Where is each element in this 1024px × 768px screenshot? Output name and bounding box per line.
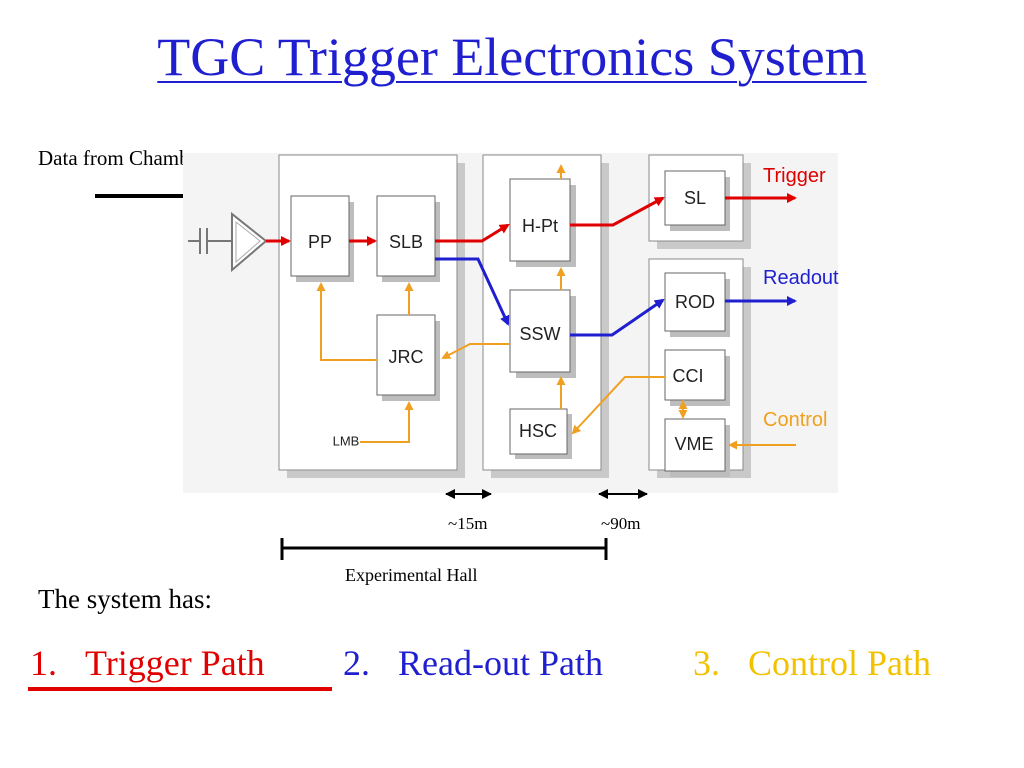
label-rod: ROD xyxy=(675,292,715,312)
control-path xyxy=(316,164,796,450)
module-hsc xyxy=(509,408,572,459)
output-readout-label: Readout xyxy=(763,267,839,289)
output-trigger-label: Trigger xyxy=(763,165,826,187)
label-hsc: HSC xyxy=(519,421,557,441)
experimental-hall-label: Experimental Hall xyxy=(345,565,478,585)
label-lmb: LMB xyxy=(333,433,360,448)
trigger-path xyxy=(266,193,797,246)
label-sl: SL xyxy=(684,188,706,208)
input-label: Data from Chamber xyxy=(38,146,206,170)
page-title: TGC Trigger Electronics System xyxy=(157,27,867,87)
module-jrc xyxy=(376,314,440,401)
label-slb: SLB xyxy=(389,232,423,252)
summary-item-2: 2. Read-out Path xyxy=(343,643,603,684)
summary-item-2-number: 2. xyxy=(343,643,370,683)
module-vme xyxy=(664,418,730,477)
distance-15m: ~15m xyxy=(448,514,488,533)
module-pp xyxy=(290,195,354,282)
summary-item-3-number: 3. xyxy=(693,643,720,683)
label-jrc: JRC xyxy=(389,347,424,367)
summary-item-1: 1. Trigger Path xyxy=(30,643,265,684)
summary-item-3-label: Control Path xyxy=(748,643,932,683)
label-hpt: H-Pt xyxy=(522,216,558,236)
output-control-label: Control xyxy=(763,409,827,431)
label-cci: CCI xyxy=(673,366,704,386)
label-ssw: SSW xyxy=(519,324,560,344)
readout-path xyxy=(435,257,797,337)
experimental-hall-bracket xyxy=(280,538,608,560)
distance-90m: ~90m xyxy=(601,514,641,533)
amplifier-icon xyxy=(188,211,268,273)
module-rod xyxy=(664,272,730,337)
module-ssw xyxy=(509,289,576,378)
label-vme: VME xyxy=(674,434,713,454)
module-hpt xyxy=(509,178,576,267)
label-pp: PP xyxy=(308,232,332,252)
summary-item-1-number: 1. xyxy=(30,643,57,683)
module-cci xyxy=(664,349,730,406)
summary-item-2-label: Read-out Path xyxy=(398,643,603,683)
summary-item-3: 3. Control Path xyxy=(693,643,932,684)
module-sl xyxy=(664,170,730,231)
module-slb xyxy=(376,195,440,282)
summary-item-1-label: Trigger Path xyxy=(85,643,265,683)
summary-intro: The system has: xyxy=(38,584,212,614)
